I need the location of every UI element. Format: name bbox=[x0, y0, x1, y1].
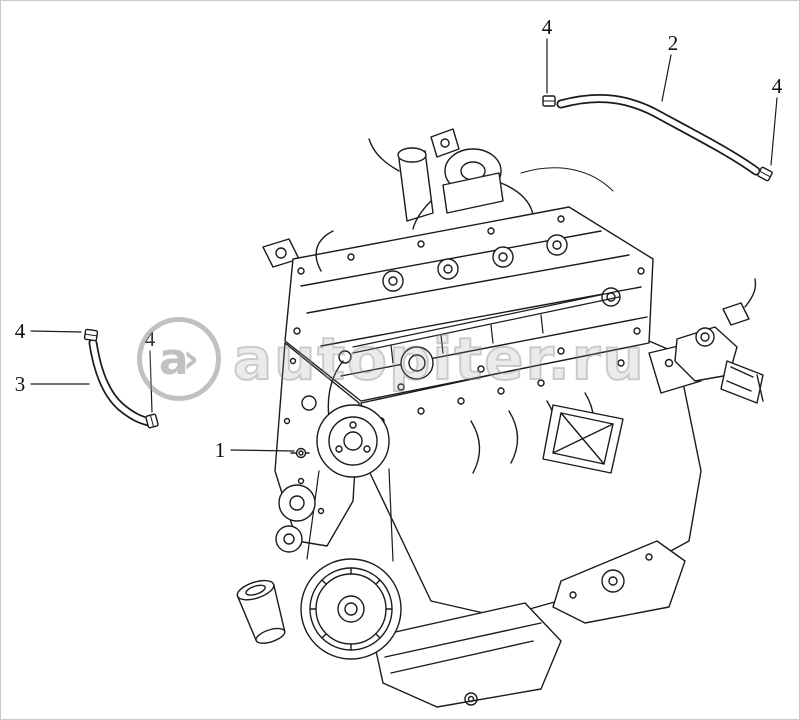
hose-part-3 bbox=[88, 338, 154, 427]
callout-part4-left: 4 bbox=[15, 319, 26, 343]
leader-lines bbox=[30, 38, 778, 452]
callout-part2: 2 bbox=[668, 31, 679, 55]
ignition-coil-assembly bbox=[368, 128, 534, 230]
callout-part3: 3 bbox=[15, 372, 26, 396]
fitting-nut-left bbox=[83, 328, 99, 342]
leader-part4-right bbox=[770, 97, 778, 166]
leader-part2 bbox=[661, 54, 672, 102]
callout-part4-top: 4 bbox=[542, 15, 553, 39]
fitting-nut-mid bbox=[145, 413, 159, 429]
engine-assembly-stud bbox=[290, 447, 310, 459]
oil-pan bbox=[372, 602, 562, 708]
callout-part1: 1 bbox=[215, 438, 226, 462]
leader-part4-mid bbox=[149, 350, 153, 413]
idler-pulleys bbox=[275, 484, 316, 553]
bellhousing bbox=[552, 540, 686, 624]
leader-part1 bbox=[230, 449, 295, 452]
water-pump-pulley bbox=[316, 404, 390, 478]
hose-part-2 bbox=[556, 93, 761, 176]
callout-part4-mid: 4 bbox=[145, 327, 156, 351]
callout-part4-right: 4 bbox=[772, 74, 783, 98]
leader-part4-left bbox=[30, 330, 82, 333]
thermostat-housing bbox=[674, 278, 764, 404]
exhaust-heat-shield bbox=[542, 404, 624, 474]
fitting-nut-right bbox=[757, 166, 773, 182]
fitting-nut-top bbox=[542, 95, 556, 107]
lifting-bracket bbox=[262, 238, 300, 268]
oil-filter bbox=[236, 579, 286, 644]
valve-cover bbox=[284, 206, 654, 402]
crankshaft-pulley bbox=[300, 558, 402, 660]
drive-belt bbox=[306, 468, 394, 562]
fuel-rail bbox=[352, 290, 620, 364]
